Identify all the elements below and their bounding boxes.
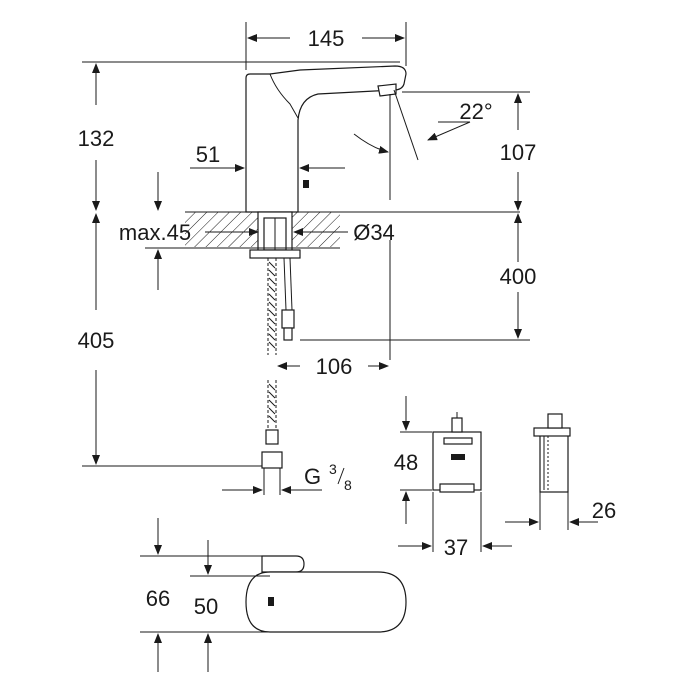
aerator [377,83,397,97]
plan-view [140,518,407,672]
dim-22-degrees: 22° [459,99,492,124]
hose-nut [261,451,283,469]
dim-37: 37 [444,535,468,560]
control-box-front [432,412,482,493]
dim-48: 48 [394,450,418,475]
supply-hose [261,258,283,495]
dim-66: 66 [146,586,170,611]
dim-51: 51 [196,142,220,167]
sensor-window [303,180,309,188]
dim-145: 145 [308,26,345,51]
dim-400: 400 [500,264,537,289]
plan-body [245,571,407,633]
dim-106: 106 [316,354,353,379]
dimension-labels: 145 132 22° 107 51 max.45 Ø34 400 405 10… [78,26,617,619]
dim-g-thread-numerator: 3 [329,461,337,477]
dim-max-45: max.45 [119,220,191,245]
dim-26: 26 [592,498,616,523]
sensor-cable [281,257,295,341]
dim-107: 107 [500,140,537,165]
dim-50: 50 [194,594,218,619]
box-dimension-lines [398,396,598,552]
dim-132: 132 [78,126,115,151]
faucet-body [245,65,407,213]
dim-g-thread-denominator: 8 [344,477,352,493]
control-box-side [533,413,571,493]
faucet-front-view [185,65,520,495]
dimension-lines [82,22,530,494]
dim-diameter-34: Ø34 [353,220,395,245]
dim-405: 405 [78,328,115,353]
dim-g-thread: G [304,464,321,489]
